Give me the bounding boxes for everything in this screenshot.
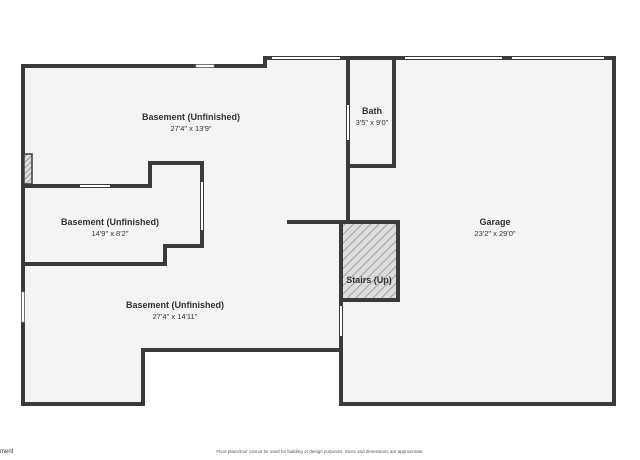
basement-bottom-wall [21,348,343,406]
window-outlines [21,64,215,323]
room-label-basement-1: Basement (Unfinished) [142,112,240,122]
room-label-garage: Garage [479,217,510,227]
room-labels: Basement (Unfinished) 27'4" x 13'9" Base… [61,106,516,321]
stairs-hatch [341,224,398,299]
room-label-basement-2: Basement (Unfinished) [61,217,159,227]
left-edge-text: ment [0,449,14,455]
floor-fills [23,58,614,404]
left-wall-hatch [23,153,33,185]
room-dims-basement-1: 27'4" x 13'9" [170,124,211,133]
room-dims-basement-2: 14'9" x 8'2" [92,229,129,238]
footer-disclaimer: Floor plans/tour cannot be used for buil… [216,449,423,454]
room-label-basement-3: Basement (Unfinished) [126,300,224,310]
basement-floor [23,58,348,404]
windows [22,57,604,336]
room-dims-bath: 3'5" x 9'0" [356,118,389,127]
garage-floor [341,58,614,404]
room-dims-garage: 23'2" x 29'0" [474,229,515,238]
bath-wall [348,56,396,168]
stairs-wall [287,220,400,302]
room-dims-basement-3: 27'4" x 14'11" [153,312,198,321]
room-label-bath: Bath [362,106,382,116]
bath-floor [350,58,394,166]
room-label-stairs: Stairs (Up) [346,275,392,285]
